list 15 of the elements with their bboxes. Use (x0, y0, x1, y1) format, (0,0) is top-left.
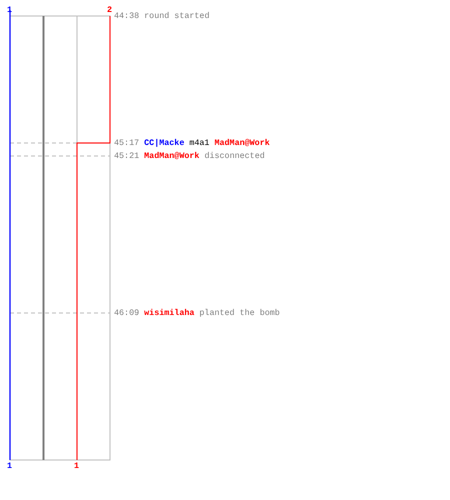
event-text: disconnected (204, 151, 265, 161)
timestamp: 46:09 (114, 308, 140, 318)
event-text: round started (144, 11, 210, 21)
player-count: 2 (107, 5, 112, 15)
player-name: wisimilaha (144, 308, 194, 318)
timestamp: 44:38 (114, 11, 140, 21)
event-text: planted the bomb (199, 308, 280, 318)
player-name: CC|Macke (144, 138, 184, 148)
player-name: MadMan@Work (214, 138, 270, 148)
weapon-name: m4a1 (189, 138, 210, 148)
timestamp: 45:21 (114, 151, 140, 161)
player-count: 1 (74, 461, 80, 471)
player-name: MadMan@Work (144, 151, 200, 161)
player-count: 1 (7, 461, 12, 471)
timestamp: 45:17 (114, 138, 140, 148)
